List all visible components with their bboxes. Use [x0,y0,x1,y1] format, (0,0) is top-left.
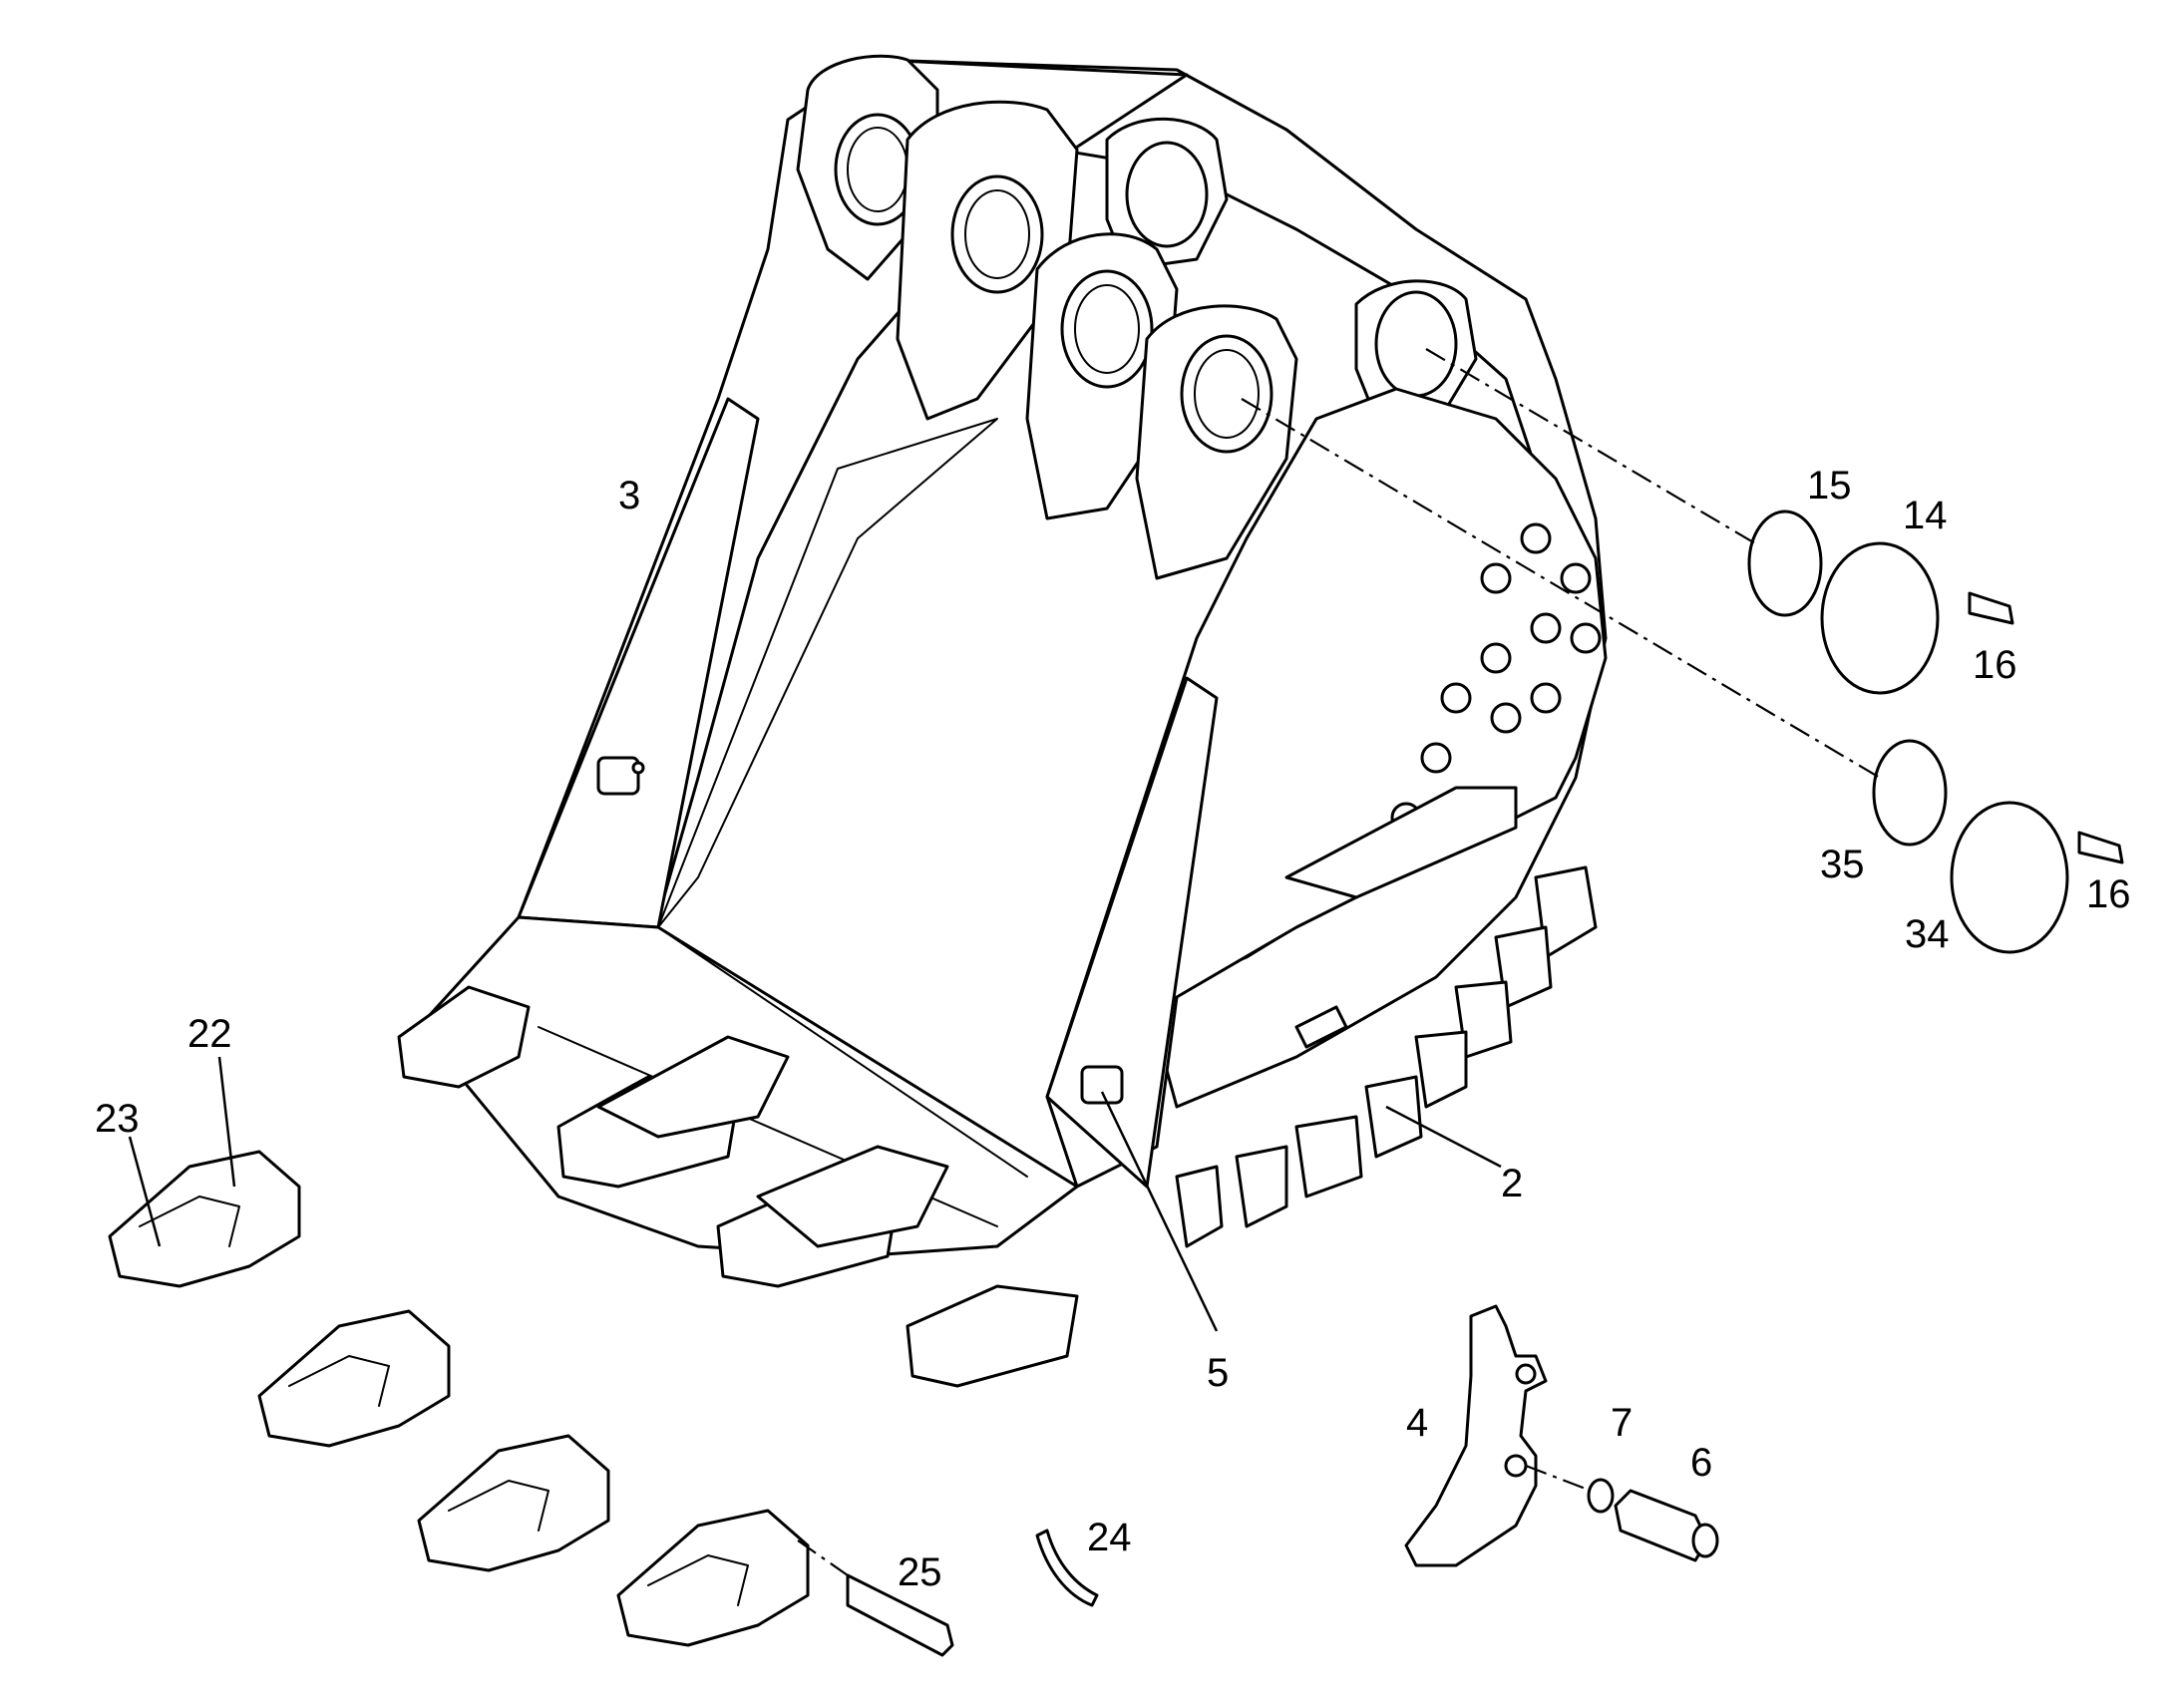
callout-35: 35 [1820,843,1865,886]
callout-5: 5 [1207,1351,1229,1395]
screw-part [1968,591,2014,625]
callout-25: 25 [898,1550,942,1594]
callout-16-lower: 16 [2086,872,2131,916]
tooth-tip-2 [257,1309,451,1448]
callout-24: 24 [1087,1516,1132,1559]
callout-3: 3 [618,474,640,517]
assembly-line-lower [1241,398,1881,779]
bucket-body [397,54,1608,1388]
pin-part [1614,1489,1709,1562]
tooth-tip-1 [108,1150,301,1288]
callout-15: 15 [1807,464,1852,508]
leader-5 [1100,1091,1219,1332]
callout-6: 6 [1690,1441,1712,1485]
leader-22 [217,1056,236,1188]
callout-23: 23 [95,1097,140,1141]
callout-34: 34 [1905,912,1950,956]
retainer-ring-part [1587,1478,1615,1514]
callout-16-upper: 16 [1973,643,2017,687]
cover-plate-part [1820,541,1940,695]
callout-14: 14 [1903,494,1948,537]
lock-pin-part [846,1573,954,1657]
assembly-line-lock [797,1539,849,1576]
cover-plate-part-lower [1950,801,2069,954]
callout-4: 4 [1406,1401,1428,1445]
crescent-lock-part [1035,1529,1099,1607]
assembly-line-upper [1425,348,1756,544]
o-ring-part-lower [1872,739,1948,847]
leader-23 [128,1136,162,1247]
o-ring-part [1747,510,1823,617]
callout-22: 22 [187,1012,232,1056]
tooth-tip-4 [616,1509,810,1647]
leader-2 [1385,1105,1502,1169]
assembly-line-pin [1525,1464,1592,1493]
callout-7: 7 [1611,1401,1633,1445]
screw-part-lower [2077,831,2124,864]
tooth-tip-3 [417,1434,610,1572]
callout-2: 2 [1501,1162,1523,1205]
